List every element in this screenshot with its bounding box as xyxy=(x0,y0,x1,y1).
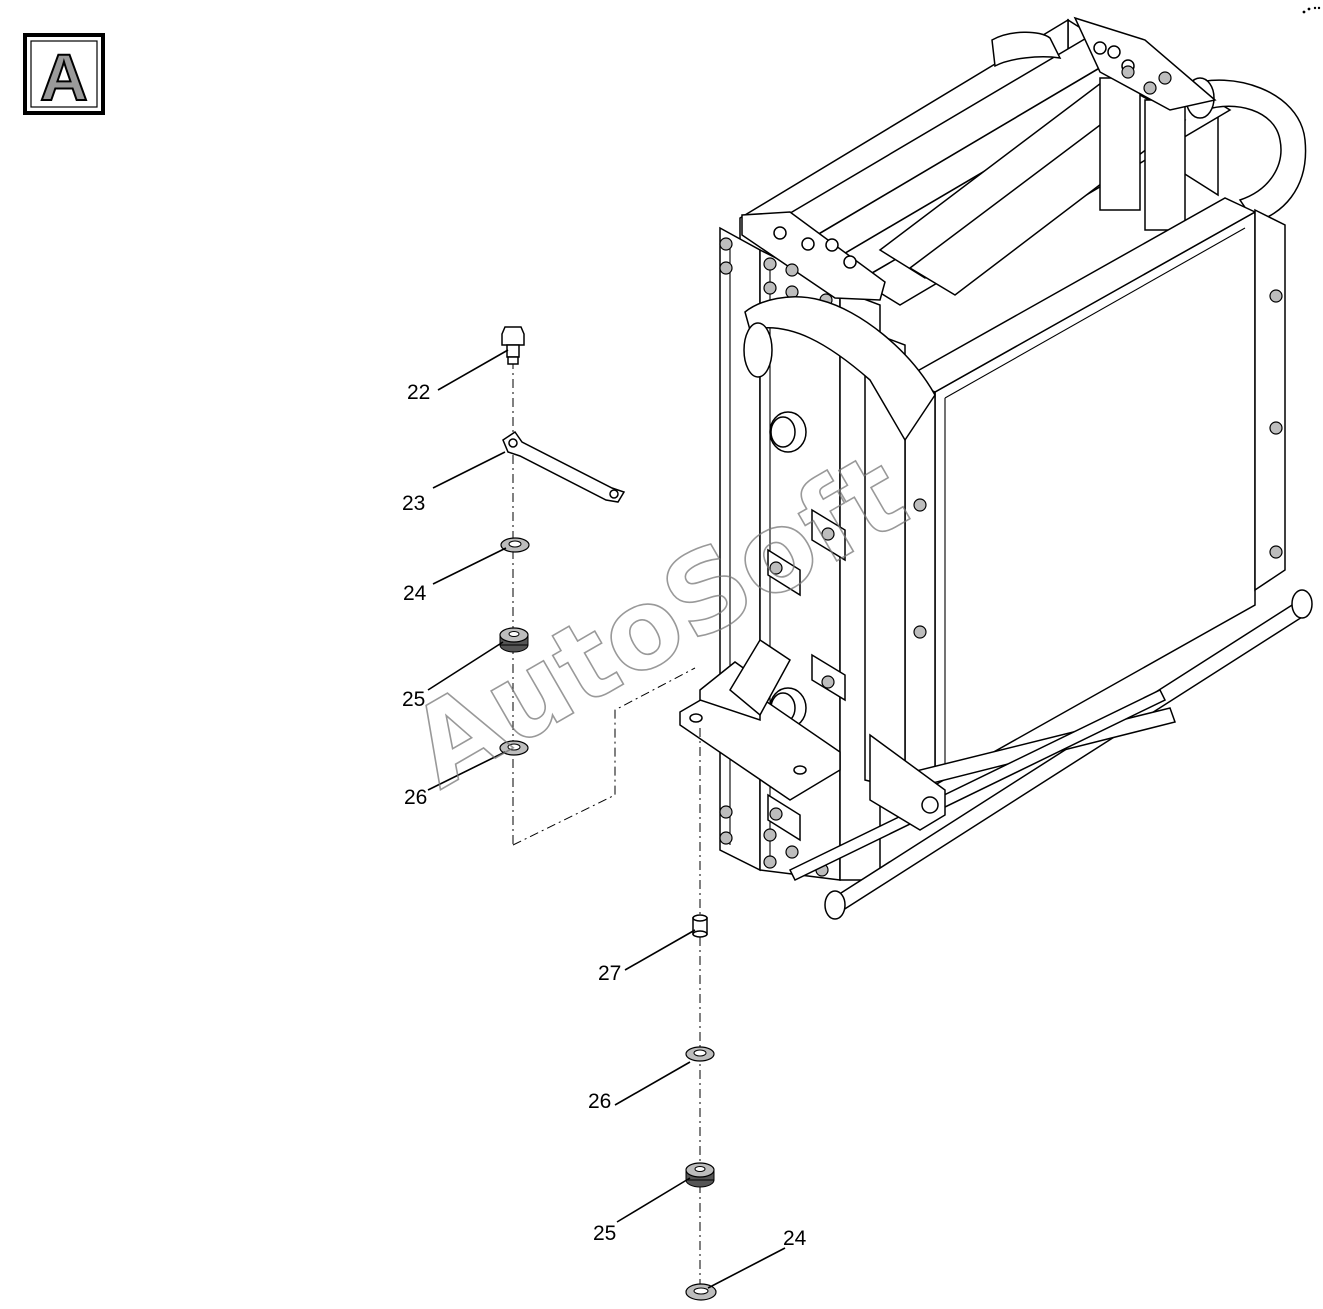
rubber-mount-25-upper xyxy=(499,627,529,653)
washer-26-upper xyxy=(499,740,529,756)
mounting-bracket xyxy=(679,638,841,801)
radiator-assembly xyxy=(679,16,1313,920)
leader-lines xyxy=(427,349,786,1289)
callout-25-lower: 25 xyxy=(593,1222,616,1245)
corner-mark xyxy=(1302,6,1321,14)
view-badge-letter: A xyxy=(40,40,88,114)
clamp-strap-23 xyxy=(502,430,626,503)
callout-22: 22 xyxy=(407,381,430,404)
callout-24-upper: 24 xyxy=(403,582,427,605)
washer-24-upper xyxy=(500,537,530,553)
callout-24-lower: 24 xyxy=(783,1227,807,1250)
callout-27: 27 xyxy=(598,962,621,985)
spacer-sleeve-27 xyxy=(692,914,708,938)
bolt-22 xyxy=(501,326,525,365)
washer-26-lower xyxy=(685,1046,715,1062)
rubber-mount-25-lower xyxy=(685,1162,715,1188)
side-outlet-upper xyxy=(769,411,807,453)
callout-26-upper: 26 xyxy=(404,786,427,809)
callouts: 22 23 24 25 26 27 26 25 24 xyxy=(402,381,807,1250)
view-badge: A xyxy=(23,33,105,115)
callout-25-upper: 25 xyxy=(402,688,425,711)
callout-23: 23 xyxy=(402,492,425,515)
callout-26-lower: 26 xyxy=(588,1090,611,1113)
